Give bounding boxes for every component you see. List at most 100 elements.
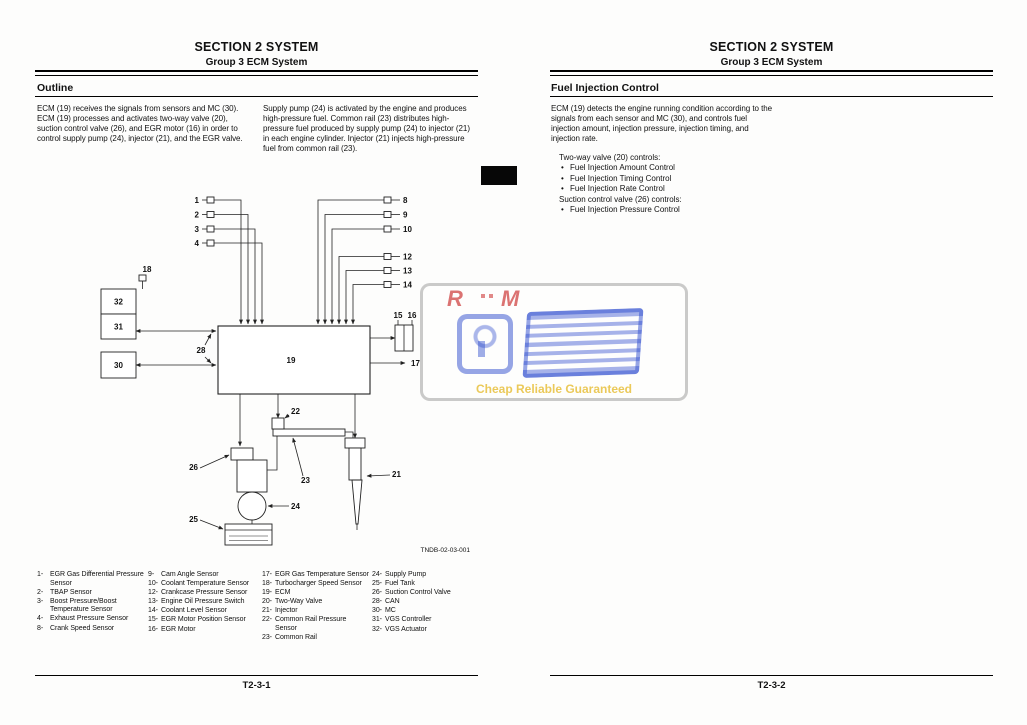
callout-3: 3 [195, 225, 200, 234]
legend-item-number: 17- [262, 571, 272, 578]
legend-item-number: 8- [37, 624, 44, 632]
legend-item: 24-Supply Pump [372, 571, 477, 580]
legend-item-label: Cam Angle Sensor [161, 571, 219, 578]
fuel-control-item-text: Fuel Injection Rate Control [570, 184, 665, 194]
fuel-control-bullet-item: •Fuel Injection Pressure Control [559, 205, 789, 215]
callout-22: 22 [291, 407, 300, 416]
outline-heading: Outline [37, 82, 74, 94]
supply-pump-body [236, 459, 268, 493]
legend-item-label: Supply Pump [385, 571, 427, 578]
callout-23: 23 [301, 476, 310, 485]
legend-item: 23-Common Rail [262, 634, 370, 643]
legend-item: 28-CAN [372, 598, 477, 607]
legend-item-label: VGS Actuator [385, 625, 427, 633]
left-group-title: Group 3 ECM System [205, 57, 308, 68]
callout-13: 13 [403, 266, 412, 275]
legend-item: 25-Fuel Tank [372, 580, 477, 589]
fuel-control-bullet-item: • Fuel Injection Timing Control [559, 174, 789, 184]
outline-heading-rule [35, 96, 478, 97]
left-header-rule [35, 70, 478, 76]
legend-item-number: 28- [372, 598, 382, 606]
wrench-icon-bar [478, 341, 485, 357]
fuel-injection-paragraph: ECM (19) detects the engine running cond… [551, 104, 773, 143]
vgs-controller-box [100, 313, 137, 340]
legend-item-number: 2- [37, 588, 44, 596]
callout-17: 17 [411, 359, 420, 368]
legend-item: 26-Suction Control Valve [372, 589, 477, 598]
legend-item-label: Boost Pressure/Boost Temperature Sensor [50, 597, 117, 614]
left-footer-rule [35, 675, 478, 676]
left-page-number: T2-3-1 [242, 680, 271, 691]
fuel-control-list: Two-way valve (20) controls:•Fuel Inject… [559, 153, 789, 215]
fuel-control-item-text: Fuel Injection Timing Control [570, 173, 672, 183]
legend-item: 3-Boost Pressure/Boost Temperature Senso… [37, 598, 146, 615]
legend-item-number: 14- [148, 607, 158, 615]
callout-15: 15 [394, 311, 403, 320]
sensor-squares-left [202, 196, 264, 325]
callout-25: 25 [189, 515, 198, 524]
sensor-squares-right-mid [337, 253, 400, 325]
legend-item-label: MC [385, 607, 396, 615]
wrench-icon [457, 314, 513, 374]
callout-26: 26 [189, 463, 198, 472]
legend-item-label: Injector [275, 607, 298, 615]
legend-item-label: EGR Motor [161, 625, 196, 633]
legend-item: 16-EGR Motor [148, 626, 260, 635]
legend-item-label: EGR Gas Temperature Sensor [275, 571, 369, 578]
fuel-control-item-text: Two-way valve (20) controls: [559, 153, 661, 162]
fuel-control-item-text: Suction control valve (26) controls: [559, 194, 682, 204]
legend-item-number: 21- [262, 607, 272, 615]
callout-10: 10 [403, 225, 412, 234]
bullet-icon: • [561, 184, 564, 194]
injector-nozzle [351, 479, 363, 525]
bullet-icon: • [561, 205, 564, 215]
legend-item-number: 20- [262, 598, 272, 606]
legend-item-label: Engine Oil Pressure Switch [161, 598, 245, 606]
callout-31: 31 [114, 323, 123, 332]
turbo-speed-sensor-square [138, 274, 147, 282]
legend-item: 22-Common Rail Pressure Sensor [262, 616, 370, 633]
right-section-title: SECTION 2 SYSTEM [709, 40, 834, 54]
legend-item-label: VGS Controller [385, 616, 432, 624]
legend-item: 9- Cam Angle Sensor [148, 571, 260, 580]
callout-18: 18 [143, 265, 152, 274]
watermark-dot [489, 294, 493, 298]
legend-item: 17-EGR Gas Temperature Sensor [262, 571, 370, 580]
callout-1: 1 [195, 196, 200, 205]
watermark-letter-m: M [501, 286, 520, 311]
callout-4: 4 [195, 239, 200, 248]
legend-item-label: CAN [385, 598, 400, 606]
legend-item-number: 18- [262, 580, 272, 588]
legend-item-label: Crank Speed Sensor [50, 624, 115, 632]
sensor-squares-right-top [316, 196, 400, 325]
supply-pump-circle [237, 491, 267, 521]
legend-item-label: EGR Motor Position Sensor [161, 616, 246, 624]
fuel-control-bullet-item: • Fuel Injection Rate Control [559, 184, 789, 194]
outline-paragraph-col2: Supply pump (24) is activated by the eng… [263, 104, 470, 153]
legend-item-number: 22- [262, 616, 272, 624]
legend-item: 19-ECM [262, 589, 370, 598]
legend-item-number: 23- [262, 634, 272, 642]
injector-body [348, 447, 362, 481]
right-footer-rule [550, 675, 993, 676]
legend-item: 31-VGS Controller [372, 616, 477, 625]
legend-item: 15-EGR Motor Position Sensor [148, 616, 260, 625]
legend-item-number: 9- [148, 571, 155, 578]
bullet-icon: • [561, 173, 564, 183]
legend-item-label: TBAP Sensor [50, 588, 92, 596]
callout-30: 30 [114, 361, 123, 370]
legend-item-label: Crankcase Pressure Sensor [161, 589, 248, 597]
legend-item-label: Coolant Temperature Sensor [161, 580, 250, 588]
legend-item: 13-Engine Oil Pressure Switch [148, 598, 260, 607]
legend-item-number: 13- [148, 598, 158, 606]
suction-control-valve-shape [230, 447, 254, 461]
left-section-title: SECTION 2 SYSTEM [194, 40, 319, 54]
legend-item: 32-VGS Actuator [372, 626, 477, 635]
watermark-tagline: Cheap Reliable Guaranteed [475, 382, 633, 396]
callout-16: 16 [408, 311, 417, 320]
callout-14: 14 [403, 280, 412, 289]
legend-item-number: 15- [148, 616, 158, 624]
